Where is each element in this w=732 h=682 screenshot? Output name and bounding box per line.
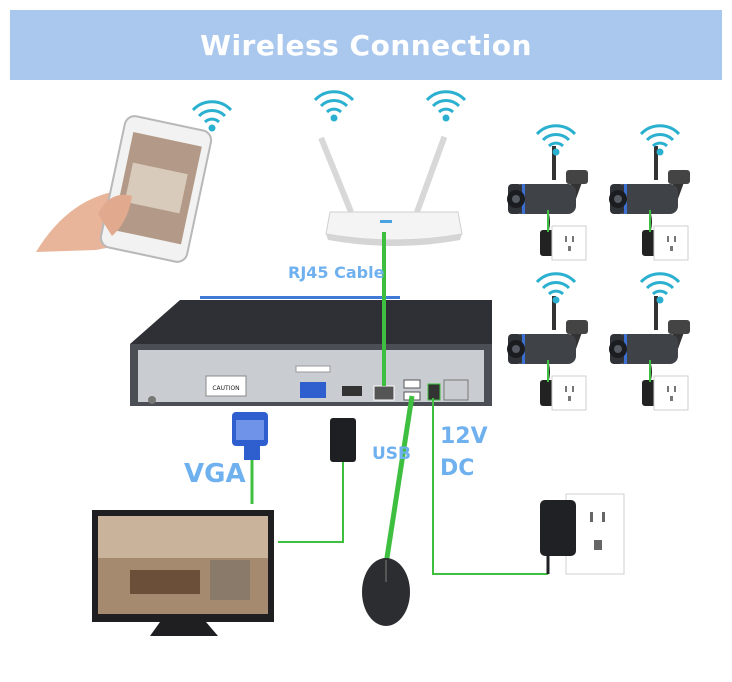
power-voltage-label: 12V bbox=[440, 424, 488, 449]
rj45-cable-label: RJ45 Cable bbox=[288, 263, 385, 282]
camera-3-wifi-icon bbox=[535, 272, 577, 305]
router-wifi-icon-left bbox=[313, 90, 355, 123]
usb-label: USB bbox=[372, 444, 412, 464]
vga-connector bbox=[232, 412, 268, 460]
router-wifi-icon-right bbox=[425, 90, 467, 123]
monitor bbox=[92, 510, 274, 636]
smartphone bbox=[36, 115, 213, 263]
camera-1-wifi-icon bbox=[535, 124, 577, 157]
power-type-label: DC bbox=[440, 456, 475, 481]
usb-mouse bbox=[362, 558, 410, 626]
hdmi-plug bbox=[330, 418, 356, 462]
camera-power-leads bbox=[547, 210, 651, 382]
ip-camera-2 bbox=[608, 145, 691, 261]
usb-cable bbox=[383, 395, 415, 565]
camera-4-wifi-icon bbox=[639, 272, 681, 305]
ip-camera-1 bbox=[506, 145, 589, 261]
wireless-router bbox=[318, 135, 463, 246]
nvr-recorder: CAUTION bbox=[130, 296, 492, 406]
vga-label: VGA bbox=[184, 459, 246, 489]
banner-title: Wireless Connection bbox=[200, 28, 532, 62]
cables bbox=[250, 232, 548, 575]
ip-camera-4 bbox=[608, 295, 691, 411]
camera-2-wifi-icon bbox=[639, 124, 681, 157]
dc-cable bbox=[432, 398, 548, 575]
power-adapter bbox=[540, 493, 625, 575]
title-banner: Wireless Connection bbox=[10, 10, 722, 80]
caution-label: CAUTION bbox=[212, 385, 239, 392]
phone-wifi-icon bbox=[191, 100, 233, 133]
ip-camera-3 bbox=[506, 295, 589, 411]
hdmi-cable bbox=[278, 462, 344, 543]
